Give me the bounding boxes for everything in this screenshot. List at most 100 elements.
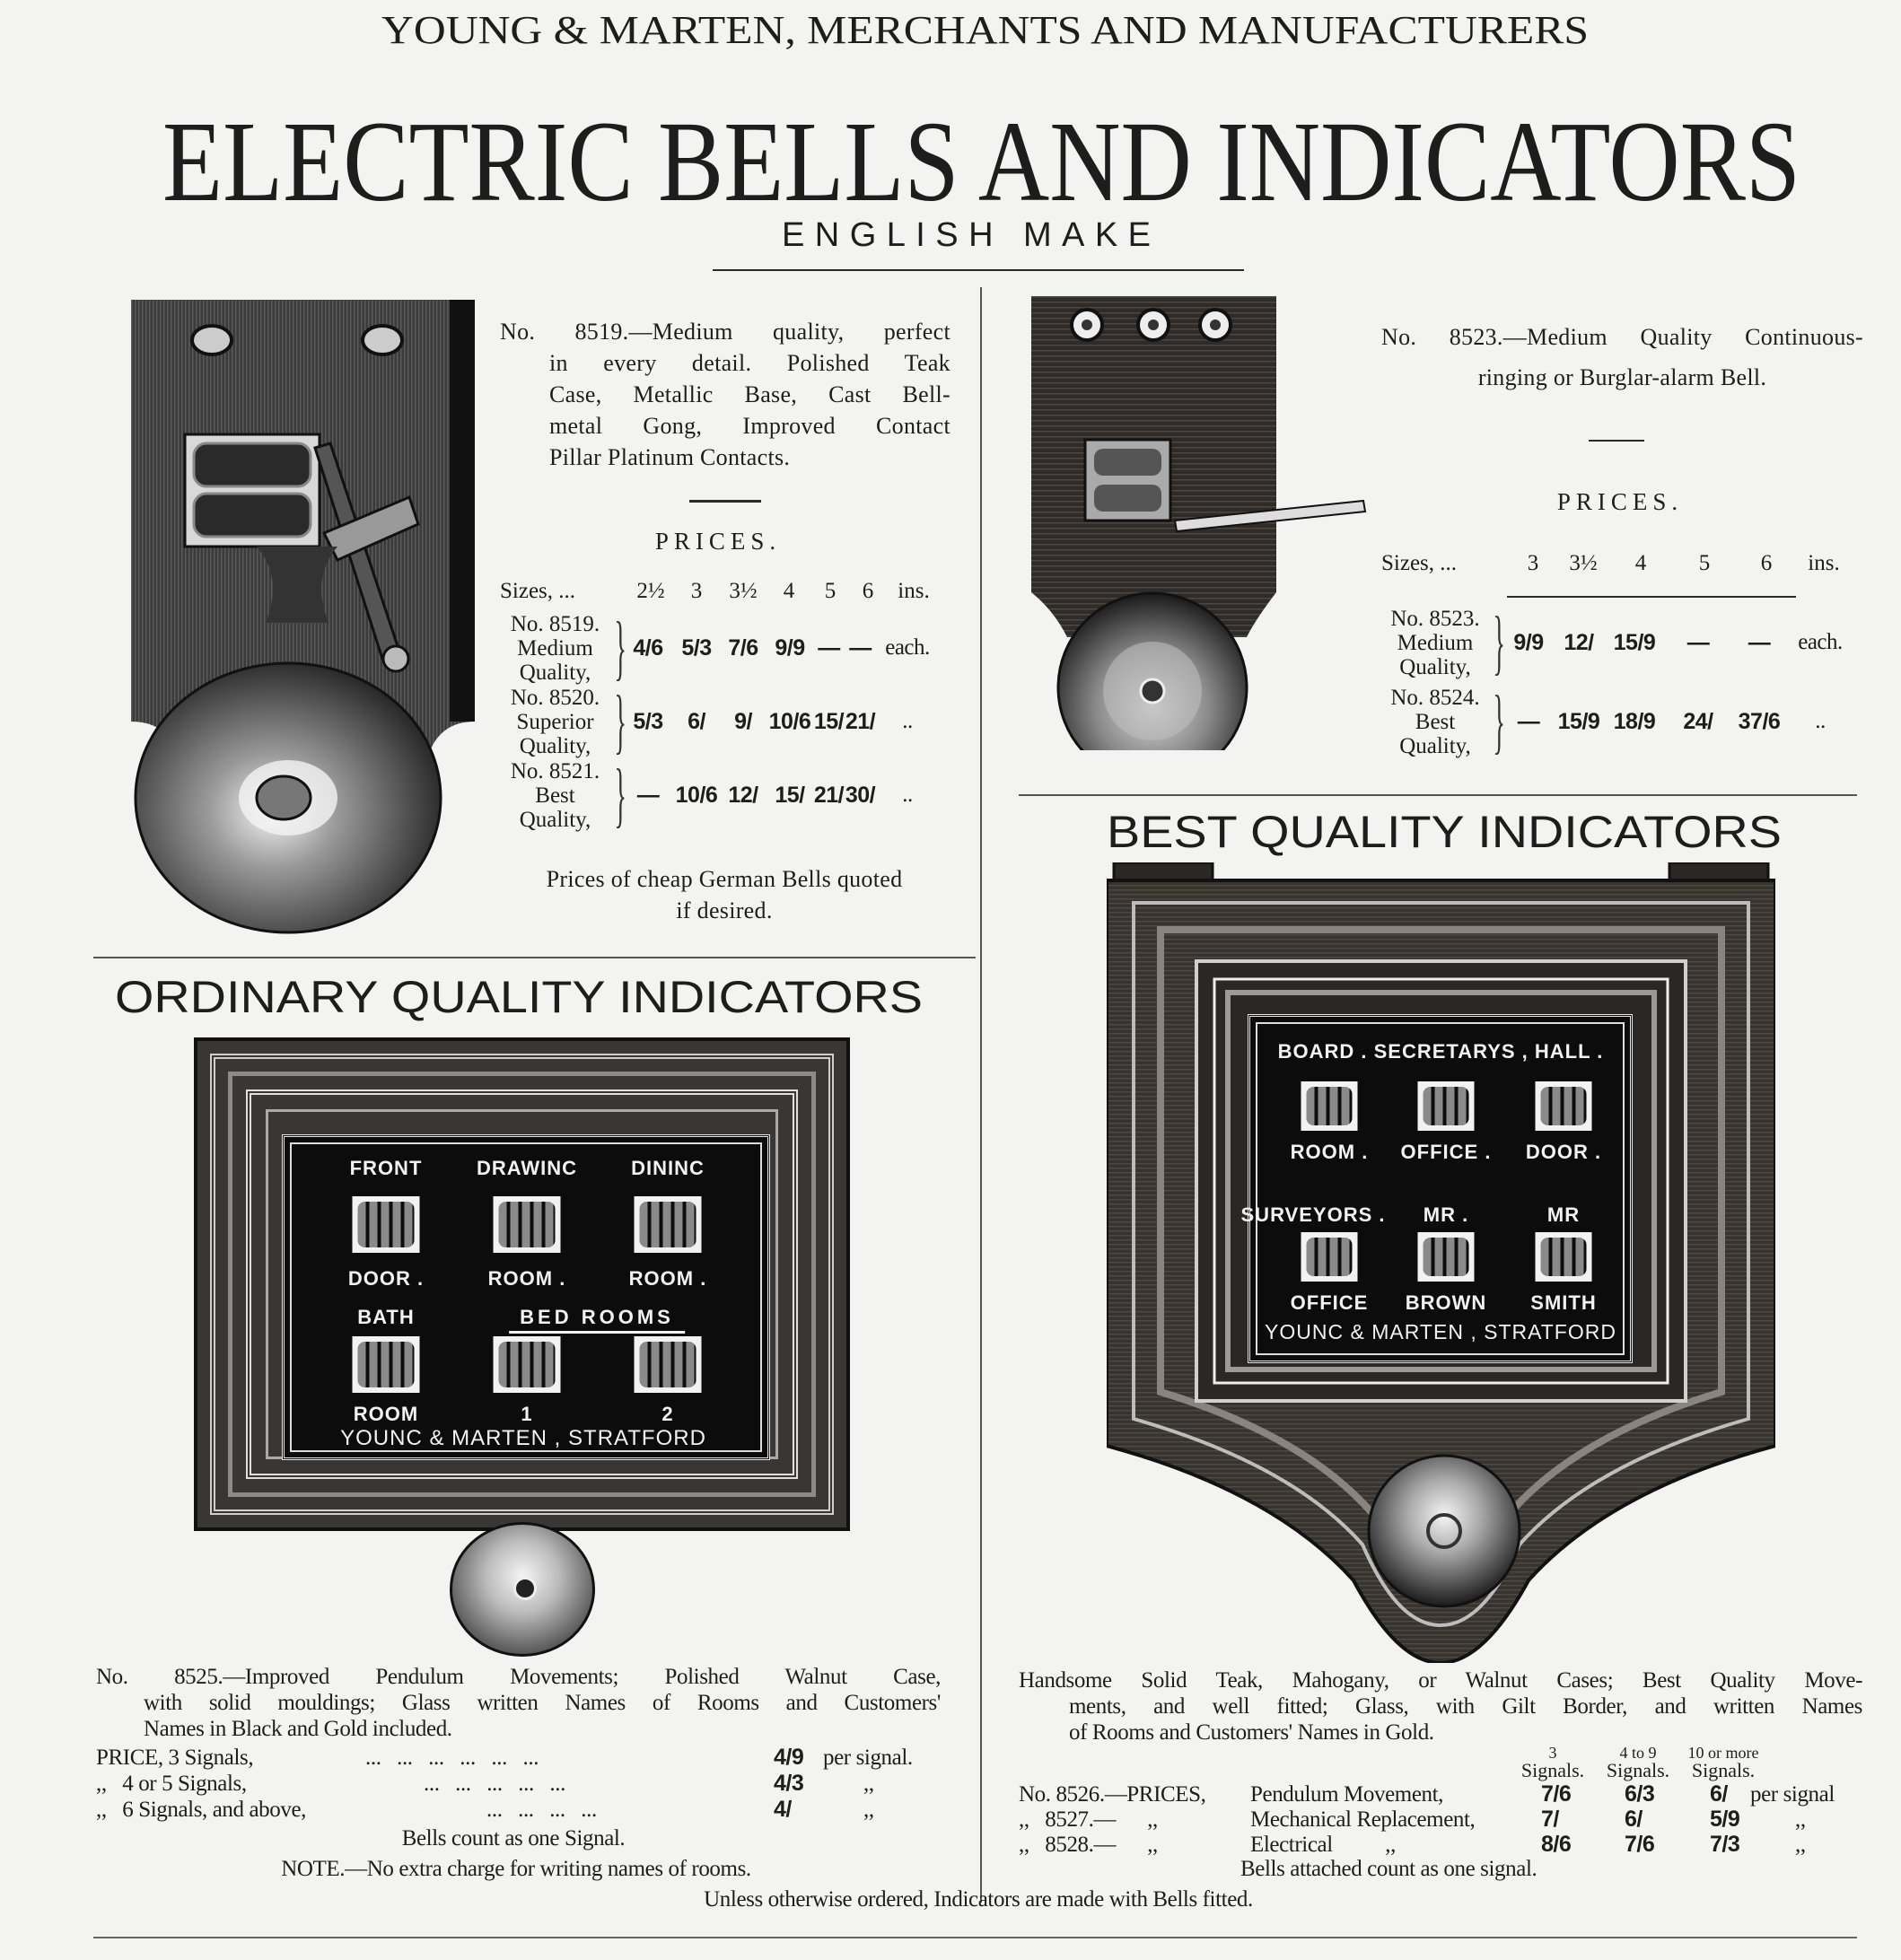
price-unit: .. [902, 783, 913, 807]
description-line: in every detail. Polished Teak [549, 350, 950, 376]
panel-label: ROOM . [628, 1267, 707, 1290]
best-indicators-heading: BEST QUALITY INDICATORS [1107, 807, 1782, 857]
panel-label: DOOR . [1525, 1141, 1602, 1163]
size: 2½ [636, 579, 665, 603]
panel-label: BROWN [1405, 1291, 1487, 1314]
panel-label: OFFICE . [1400, 1141, 1492, 1163]
page-header: YOUNG & MARTEN, MERCHANTS AND MANUFACTUR… [162, 8, 1800, 254]
price: 4/6 [633, 634, 663, 661]
writing-note: NOTE.—No extra charge for writing names … [281, 1857, 751, 1881]
title-rule [713, 269, 1244, 271]
description-line: ments, and well fitted; Glass, with Gilt… [1069, 1694, 1862, 1719]
size: 5 [1698, 551, 1711, 575]
price: 10/6 [675, 782, 718, 808]
price: 37/6 [1738, 708, 1781, 734]
price: 5/3 [681, 634, 712, 661]
sizes-label: Sizes, ... [1381, 551, 1458, 575]
price: 18/9 [1613, 708, 1656, 734]
price: 9/9 [775, 634, 805, 661]
best-indicator-description: Handsome Solid Teak, Mahogany, or Walnut… [1019, 1667, 1862, 1746]
price: 7/6 [728, 634, 758, 661]
panel-label: DRAWINC [476, 1157, 578, 1179]
signal-window [1301, 1081, 1358, 1131]
size: 3½ [729, 579, 758, 603]
best-indicator-panel: BOARD . SECRETARYS , HALL . ROOM . OFFIC… [1241, 1014, 1633, 1363]
sizes-row: Sizes, ... 3 3½ 4 5 6 ins. [1381, 551, 1866, 587]
bell-8519-price-table: Sizes, ... 2½ 3 3½ 4 5 6 ins. No. 8519.M… [500, 579, 950, 832]
panel-label: ROOM [353, 1403, 419, 1425]
signal-window [1417, 1232, 1475, 1282]
ordinary-indicators-heading: ORDINARY QUALITY INDICATORS [115, 972, 923, 1022]
panel-label: 1 [521, 1403, 533, 1425]
panel-label: ROOM . [487, 1267, 566, 1290]
section-rule-left [93, 957, 976, 958]
price: — [849, 634, 872, 661]
signal-window [352, 1336, 420, 1393]
size: 6 [862, 579, 874, 603]
price: 5/3 [633, 708, 663, 734]
size: 5 [824, 579, 837, 603]
price: 15/9 [1613, 629, 1656, 655]
description-line: metal Gong, Improved Contact [549, 413, 950, 439]
price: 15/ [775, 782, 805, 808]
price-unit: .. [1815, 709, 1826, 733]
size: 3½ [1569, 551, 1598, 575]
price: 6/ [688, 708, 705, 734]
page-title: ELECTRIC BELLS AND INDICATORS [162, 98, 1800, 225]
masthead: YOUNG & MARTEN, MERCHANTS AND MANUFACTUR… [381, 8, 1589, 52]
price: 15/9 [1557, 708, 1600, 734]
prices-heading: PRICES. [654, 528, 782, 555]
price: — [1517, 708, 1540, 734]
description-line: No. 8519.—Medium quality, perfect [500, 319, 950, 345]
price: 30/ [845, 782, 876, 808]
size: 6 [1760, 551, 1773, 575]
panel-label: DOOR . [347, 1267, 425, 1290]
price: — [1686, 629, 1710, 655]
signal-window [634, 1196, 702, 1253]
price: — [818, 634, 840, 661]
short-rule [1589, 440, 1644, 442]
price-unit: each. [1798, 630, 1843, 654]
price: 12/ [1564, 629, 1594, 655]
panel-label: 2 [661, 1403, 674, 1425]
price: 24/ [1683, 708, 1713, 734]
panel-label: FRONT [349, 1157, 423, 1179]
sizes-row: Sizes, ... 2½ 3 3½ 4 5 6 ins. [500, 579, 950, 611]
ordinary-indicator-panel: FRONT DRAWINC DININC DOOR . ROOM . ROOM … [282, 1134, 770, 1460]
section-rule-right [1019, 794, 1857, 796]
signal-window [493, 1196, 561, 1253]
description-line: Handsome Solid Teak, Mahogany, or Walnut… [1019, 1668, 1862, 1693]
description-line: Names in Black and Gold included. [144, 1717, 452, 1741]
size: 3 [690, 579, 703, 603]
description-line: of Rooms and Customers' Names in Gold. [1069, 1720, 1434, 1745]
price: 9/ [734, 708, 752, 734]
signal-window [352, 1196, 420, 1253]
price: 10/6 [768, 708, 811, 734]
section-headings: ORDINARY QUALITY INDICATORS BEST QUALITY… [115, 807, 1782, 1022]
bells-attached-note: Bells attached count as one signal. [1240, 1857, 1537, 1881]
price: 15/ [813, 708, 845, 734]
signal-window [634, 1336, 702, 1393]
panel-label: ROOM . [1290, 1141, 1369, 1163]
price-line: ,, 6 Signals, and above,... ... ... ...4… [96, 1797, 874, 1822]
description-line: ringing or Burglar-alarm Bell. [1477, 364, 1767, 390]
sizes-underline [1507, 596, 1796, 598]
panel-label-bed-rooms: BED ROOMS [509, 1306, 685, 1334]
panel-label: MR [1546, 1203, 1581, 1226]
signal-window [493, 1336, 561, 1393]
description-line: Pillar Platinum Contacts. [549, 444, 791, 470]
ordinary-indicator-prices: PRICE, 3 Signals,... ... ... ... ... ...… [96, 1745, 958, 1823]
size: 3 [1527, 551, 1539, 575]
